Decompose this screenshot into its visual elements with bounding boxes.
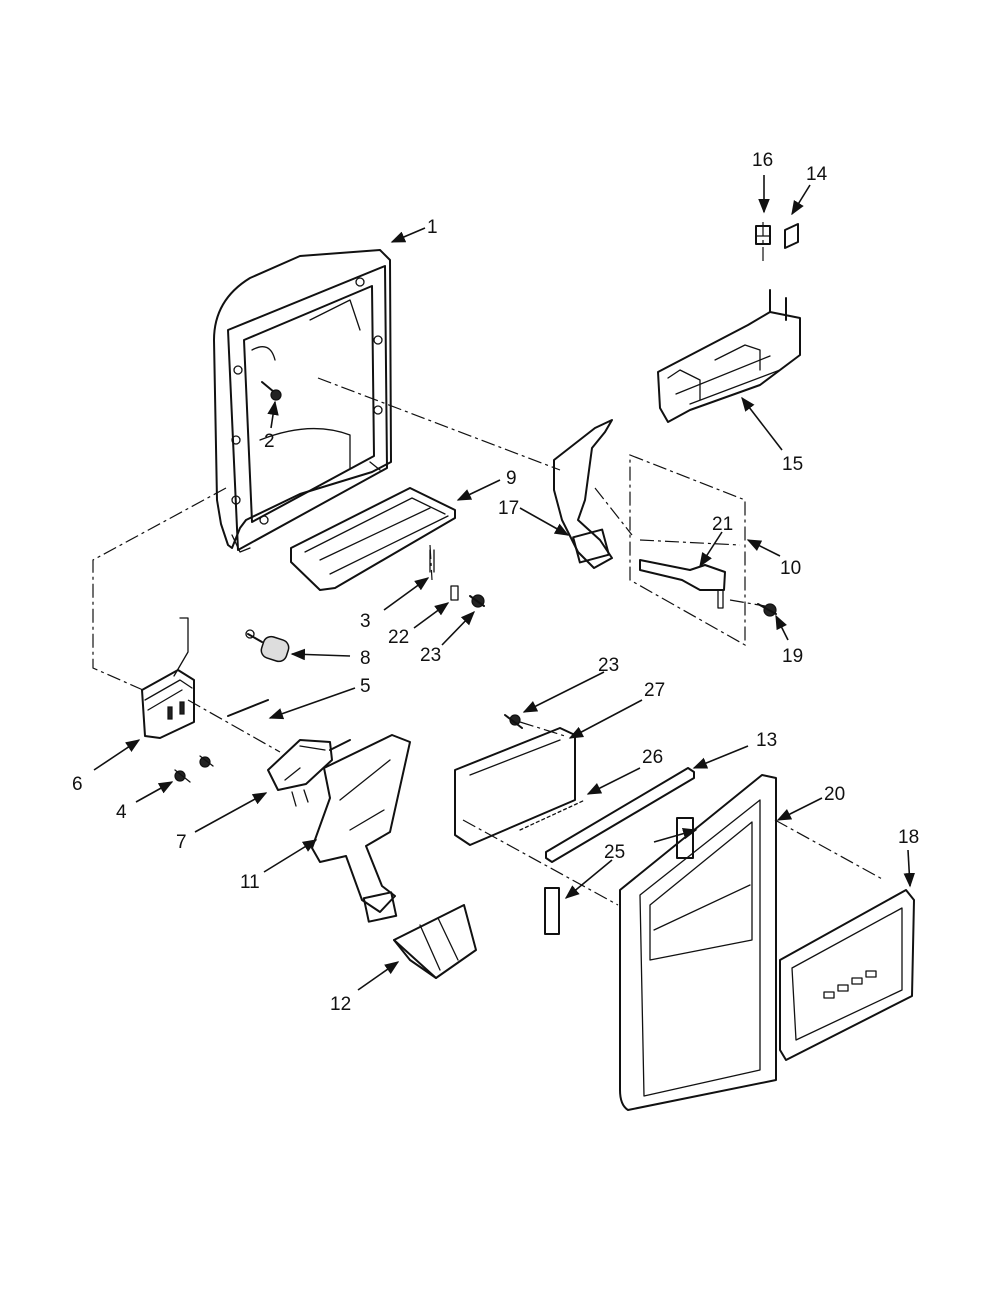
callout-8: 8 <box>360 648 371 669</box>
part-21-lever-switch <box>639 559 726 609</box>
callout-11: 11 <box>240 872 260 893</box>
part-19-screw <box>757 603 777 617</box>
callout-9: 9 <box>506 468 517 489</box>
part-23-screw-lower <box>504 714 523 729</box>
callout-6: 6 <box>72 774 83 795</box>
callout-20: 20 <box>824 784 845 805</box>
callout-5: 5 <box>360 676 371 697</box>
part-5-rod <box>227 699 269 717</box>
part-14-plate <box>784 223 799 249</box>
part-3-spring <box>429 549 435 573</box>
part-10-switch-box <box>629 454 746 647</box>
callout-14: 14 <box>806 164 828 185</box>
callout-17: 17 <box>498 498 519 519</box>
part-1-dispenser-housing <box>213 249 392 553</box>
callout-18: 18 <box>898 827 919 848</box>
callout-12: 12 <box>330 994 351 1015</box>
callout-16: 16 <box>752 150 773 171</box>
callout-4: 4 <box>116 802 127 823</box>
part-25-gasket-lower <box>544 887 560 935</box>
callout-1: 1 <box>427 217 438 238</box>
callout-27: 27 <box>644 680 665 701</box>
part-7-actuator <box>267 739 351 807</box>
part-4-fittings <box>174 755 214 783</box>
callout-22: 22 <box>388 627 409 648</box>
callout-3: 3 <box>360 611 371 632</box>
callout-21: 21 <box>712 514 733 535</box>
callout-labels: 1 2 3 4 5 6 7 8 9 10 11 12 13 14 15 16 1… <box>72 150 919 1015</box>
part-16-switch <box>755 225 771 245</box>
callout-25-upper: 25 <box>604 842 625 863</box>
callout-10: 10 <box>780 558 801 579</box>
part-9-drip-tray <box>290 487 456 591</box>
part-11-lever-arm <box>311 734 411 923</box>
part-6-module <box>141 617 195 739</box>
callout-13: 13 <box>756 730 777 751</box>
callout-23-lower: 23 <box>598 655 619 676</box>
part-17-cradle-arm <box>553 419 613 569</box>
callout-26: 26 <box>642 747 663 768</box>
callout-19: 19 <box>782 646 803 667</box>
part-2-screw <box>261 381 282 401</box>
part-23-screw-upper <box>469 594 485 608</box>
callout-2: 2 <box>264 431 275 452</box>
callout-23-upper: 23 <box>420 645 441 666</box>
part-22-clip <box>450 585 459 601</box>
part-15-control-housing <box>657 289 801 423</box>
part-13-rail <box>545 767 695 863</box>
callout-15: 15 <box>782 454 803 475</box>
part-8-solenoid <box>245 629 290 663</box>
part-26-bar <box>519 799 586 831</box>
callout-7: 7 <box>176 832 187 853</box>
part-20-front-panel <box>619 774 777 1111</box>
part-18-bezel <box>779 889 915 1061</box>
part-27-plate <box>454 727 576 846</box>
part-12-chute <box>393 904 477 979</box>
leader-arrows <box>93 175 916 991</box>
assembly-lines <box>92 222 885 906</box>
